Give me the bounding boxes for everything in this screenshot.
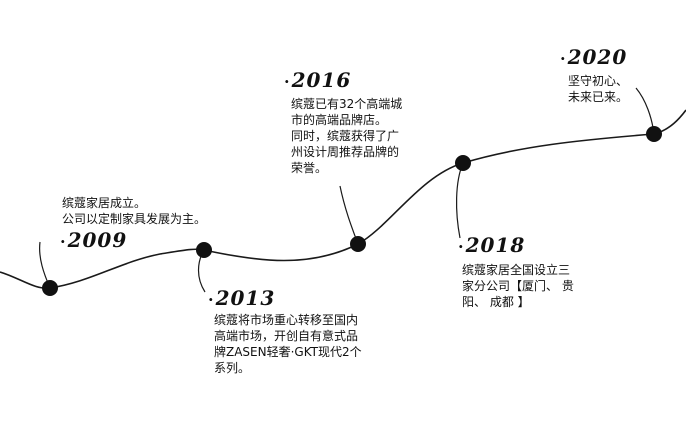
year-bullet: · bbox=[60, 232, 67, 251]
year-bullet: · bbox=[208, 290, 215, 309]
milestone-description-2020: 坚守初心、 未来已来。 bbox=[568, 73, 628, 105]
description-line: 缤蔻家居成立。 bbox=[62, 196, 147, 210]
description-line: 未来已来。 bbox=[568, 90, 629, 104]
description-line: 高端市场，开创自有意式品 bbox=[214, 329, 359, 343]
milestone-dot-2018 bbox=[455, 155, 471, 171]
description-line: 系列。 bbox=[214, 361, 251, 375]
milestone-description-2009: 缤蔻家居成立。 公司以定制家具发展为主。 bbox=[62, 195, 206, 227]
description-line: 缤蔻家居全国设立三 bbox=[462, 263, 571, 277]
milestone-description-2018: 缤蔻家居全国设立三 家分公司【厦门、 贵 阳、 成都 】 bbox=[462, 262, 574, 310]
year-label: 2013 bbox=[215, 286, 276, 310]
milestone-dot-2020 bbox=[646, 126, 662, 142]
description-line: 家分公司【厦门、 贵 bbox=[462, 279, 574, 293]
description-line: 公司以定制家具发展为主。 bbox=[62, 212, 207, 226]
milestone-description-2013: 缤蔻将市场重心转移至国内 高端市场，开创自有意式品 牌ZASEN轻奢·GKT现代… bbox=[214, 312, 362, 376]
milestone-year-2018: ·2018 bbox=[458, 234, 525, 258]
description-line: 坚守初心、 bbox=[568, 74, 629, 88]
year-label: 2009 bbox=[67, 228, 128, 252]
description-line: 牌ZASEN轻奢·GKT现代2个 bbox=[214, 345, 362, 359]
milestone-description-2016: 缤蔻已有32个高端城 市的高端品牌店。 同时，缤蔻获得了广 州设计周推荐品牌的 … bbox=[291, 96, 402, 176]
milestone-dot-2009 bbox=[42, 280, 58, 296]
milestone-dot-2016 bbox=[350, 236, 366, 252]
year-bullet: · bbox=[560, 49, 567, 68]
year-label: 2016 bbox=[291, 68, 352, 92]
milestone-year-2016: ·2016 bbox=[284, 69, 351, 93]
description-line: 市的高端品牌店。 bbox=[291, 113, 388, 127]
year-bullet: · bbox=[458, 237, 465, 256]
leader-line-2016 bbox=[339, 185, 359, 245]
milestone-year-2009: ·2009 bbox=[60, 229, 127, 253]
description-line: 阳、 成都 】 bbox=[462, 295, 530, 309]
year-bullet: · bbox=[284, 72, 291, 91]
description-line: 缤蔻将市场重心转移至国内 bbox=[214, 313, 359, 327]
year-label: 2020 bbox=[567, 45, 628, 69]
year-label: 2018 bbox=[465, 233, 526, 257]
milestone-dot-2013 bbox=[196, 242, 212, 258]
description-line: 荣誉。 bbox=[291, 161, 328, 175]
timeline-curve bbox=[0, 109, 686, 289]
milestone-year-2020: ·2020 bbox=[560, 46, 627, 70]
milestone-year-2013: ·2013 bbox=[208, 287, 275, 311]
description-line: 缤蔻已有32个高端城 bbox=[291, 97, 403, 111]
description-line: 州设计周推荐品牌的 bbox=[291, 145, 400, 159]
description-line: 同时，缤蔻获得了广 bbox=[291, 129, 400, 143]
leader-line-2018 bbox=[455, 162, 464, 239]
